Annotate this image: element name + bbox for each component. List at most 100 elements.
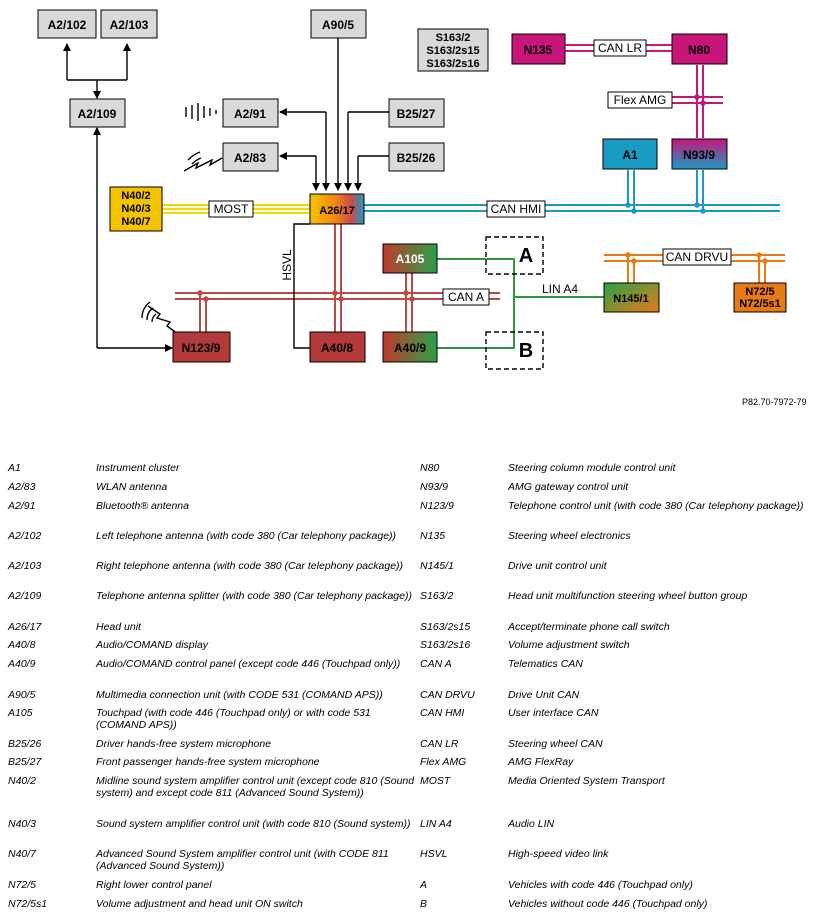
lin-a4-bus xyxy=(437,258,604,349)
svg-text:A40/9: A40/9 xyxy=(394,341,426,355)
legend-description: Bluetooth® antenna xyxy=(96,500,189,512)
svg-text:A105: A105 xyxy=(396,252,425,266)
svg-text:CAN LR: CAN LR xyxy=(598,41,642,55)
bus-label-most: MOST xyxy=(208,200,254,218)
legend-description: Audio/COMAND display xyxy=(96,639,209,651)
component-n145-1: N145/1 xyxy=(603,282,660,313)
svg-text:A40/8: A40/8 xyxy=(321,341,353,355)
legend-description: AMG FlexRay xyxy=(508,756,574,768)
bus-label-can-lr: CAN LR xyxy=(593,39,647,57)
svg-text:B25/27: B25/27 xyxy=(397,107,436,121)
legend-code: LIN A4 xyxy=(420,818,452,830)
legend-description: Drive unit control unit xyxy=(508,560,607,572)
component-s163-group: S163/2 S163/2s15 S163/2s16 xyxy=(417,28,489,72)
legend-row: A40/8 Audio/COMAND display S163/2s16 Volume… xyxy=(8,639,808,658)
component-a2-103: A2/103 xyxy=(100,9,158,39)
legend-code: N40/2 xyxy=(8,775,37,787)
legend-description: Media Oriented System Transport xyxy=(508,775,665,787)
svg-text:N93/9: N93/9 xyxy=(683,148,715,162)
legend-code: A105 xyxy=(8,707,33,719)
legend-description: Advanced Sound System amplifier control … xyxy=(96,848,389,872)
legend-row: A2/91 Bluetooth® antenna N123/9 Telephone c… xyxy=(8,500,808,530)
legend-code: A2/103 xyxy=(8,560,42,572)
legend-description: Left telephone antenna (with code 380 (C… xyxy=(96,530,397,542)
svg-text:A: A xyxy=(519,245,533,267)
svg-text:N123/9: N123/9 xyxy=(182,341,221,355)
component-a2-102: A2/102 xyxy=(37,9,97,39)
legend-code: N123/9 xyxy=(420,500,454,512)
component-a2-91: A2/91 xyxy=(222,98,279,128)
legend-description: Sound system amplifier control unit (wit… xyxy=(96,818,411,830)
svg-text:LIN A4: LIN A4 xyxy=(542,282,578,296)
component-n123-9: N123/9 xyxy=(172,331,231,363)
wlan-signal-icon xyxy=(183,151,223,172)
legend-code: A26/17 xyxy=(8,621,42,633)
legend-code: A40/8 xyxy=(8,639,36,651)
legend-code: N145/1 xyxy=(420,560,454,572)
svg-text:A2/102: A2/102 xyxy=(48,18,87,32)
legend-description: Midline sound system amplifier control u… xyxy=(96,775,415,799)
bus-label-lin-a4: LIN A4 xyxy=(542,282,578,296)
legend-description: WLAN antenna xyxy=(96,481,168,493)
svg-text:B25/26: B25/26 xyxy=(397,151,436,165)
svg-text:S163/2s16: S163/2s16 xyxy=(426,58,479,70)
legend-code: A90/5 xyxy=(8,689,36,701)
option-box-a: A xyxy=(485,236,544,275)
legend-description: Touchpad (with code 446 (Touchpad only) … xyxy=(96,707,371,731)
component-a2-83: A2/83 xyxy=(222,142,279,172)
svg-text:N40/2: N40/2 xyxy=(121,190,150,202)
svg-text:N40/7: N40/7 xyxy=(121,216,150,228)
bus-label-flex-amg: Flex AMG xyxy=(607,91,673,109)
legend-code: CAN HMI xyxy=(420,707,465,719)
legend-code: S163/2s16 xyxy=(420,639,471,651)
svg-text:N72/5s1: N72/5s1 xyxy=(739,298,781,310)
component-a2-109: A2/109 xyxy=(69,98,126,128)
svg-text:Flex AMG: Flex AMG xyxy=(614,93,667,107)
svg-text:A2/103: A2/103 xyxy=(110,18,149,32)
component-n72-group: N72/5 N72/5s1 xyxy=(733,282,787,313)
component-n80: N80 xyxy=(671,33,728,65)
svg-text:S163/2s15: S163/2s15 xyxy=(426,45,479,57)
component-n40-group: N40/2 N40/3 N40/7 xyxy=(109,186,163,232)
legend-code: N40/3 xyxy=(8,818,37,830)
legend-code: N40/7 xyxy=(8,848,37,860)
legend-code: N80 xyxy=(420,462,440,474)
legend-description: Volume adjustment and head unit ON switc… xyxy=(96,898,303,910)
svg-text:A1: A1 xyxy=(622,148,638,162)
svg-text:N72/5: N72/5 xyxy=(745,286,774,298)
legend-code: A40/9 xyxy=(8,658,36,670)
hsvl-link xyxy=(293,223,310,349)
legend-code: A2/91 xyxy=(8,500,36,512)
legend-description: Driver hands-free system microphone xyxy=(96,738,272,750)
component-a26-17: A26/17 xyxy=(309,193,365,225)
legend-description: Head unit xyxy=(96,621,141,633)
legend-description: Steering wheel electronics xyxy=(508,530,631,542)
component-a1: A1 xyxy=(602,138,658,170)
svg-text:N80: N80 xyxy=(688,43,710,57)
telephone-signal-icon xyxy=(141,301,179,335)
legend-description: Vehicles with code 446 (Touchpad only) xyxy=(508,879,693,891)
bus-label-can-drvu: CAN DRVU xyxy=(662,248,732,266)
svg-text:A2/83: A2/83 xyxy=(234,151,266,165)
svg-text:A90/5: A90/5 xyxy=(322,18,354,32)
legend-code: N135 xyxy=(420,530,446,542)
legend-description: Volume adjustment switch xyxy=(508,639,630,651)
reference-code: P82.70-7972-79 xyxy=(742,397,807,407)
component-a40-8: A40/8 xyxy=(309,331,366,363)
component-n93-9: N93/9 xyxy=(671,138,728,170)
legend-description: Telephone control unit (with code 380 (C… xyxy=(508,500,804,512)
svg-text:CAN DRVU: CAN DRVU xyxy=(666,250,728,264)
svg-text:B: B xyxy=(519,340,533,362)
legend-code: MOST xyxy=(420,775,451,787)
legend-description: Vehicles without code 446 (Touchpad only… xyxy=(508,898,708,910)
